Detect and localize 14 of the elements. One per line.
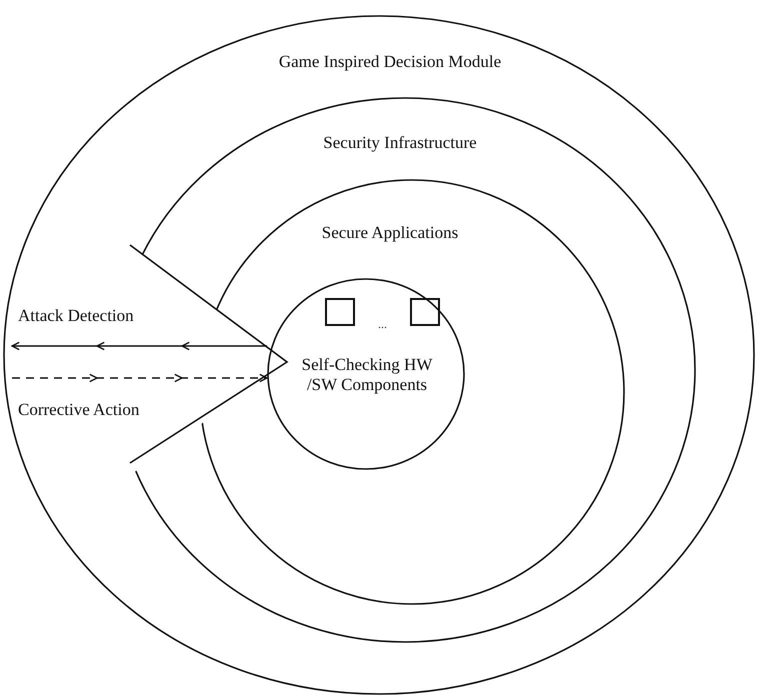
layer-label: Security Infrastructure bbox=[322, 133, 478, 153]
arrow bbox=[11, 342, 267, 350]
ellipsis-label: ... bbox=[378, 316, 387, 333]
layer-label: Self-Checking HW /SW Components bbox=[300, 355, 434, 395]
layer-label: Secure Applications bbox=[320, 223, 460, 243]
component-box bbox=[325, 298, 355, 326]
arrow bbox=[12, 374, 268, 382]
ring-layer bbox=[200, 180, 624, 604]
ellipse-layer bbox=[267, 278, 465, 470]
edge-label: Corrective Action bbox=[18, 400, 140, 420]
component-box bbox=[410, 298, 440, 326]
ellipse-layer bbox=[3, 15, 755, 695]
edge-label: Attack Detection bbox=[18, 306, 134, 326]
layer-label: Game Inspired Decision Module bbox=[278, 52, 502, 72]
